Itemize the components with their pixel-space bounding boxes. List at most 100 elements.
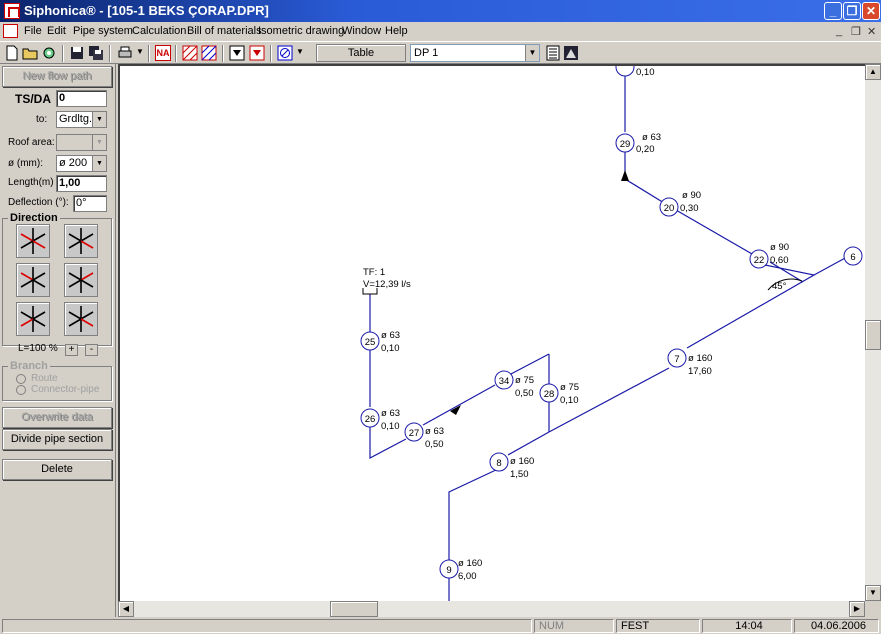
- node-len-25: 0,10: [381, 343, 400, 354]
- node-id-20: 20: [664, 203, 675, 214]
- ts-input[interactable]: 0: [56, 90, 107, 107]
- down-red-box-icon[interactable]: [249, 45, 265, 61]
- save-icon[interactable]: [69, 45, 85, 61]
- node-dia-29: ø 63: [642, 132, 661, 143]
- node-id-7: 7: [674, 354, 679, 365]
- scale-label: L=100 %: [18, 343, 58, 354]
- vertical-scrollbar[interactable]: ▲ ▼: [865, 64, 881, 601]
- velocity-label: V=12,39 l/s: [363, 279, 411, 290]
- horizontal-scrollbar[interactable]: ◀ ▶: [118, 601, 865, 617]
- direction-button-4[interactable]: [64, 263, 98, 297]
- dp-select[interactable]: DP 1 ▼: [410, 44, 540, 62]
- down-box-icon[interactable]: [229, 45, 245, 61]
- menu-window[interactable]: Window: [342, 25, 382, 37]
- node-len-29: 0,20: [636, 144, 655, 155]
- scale-plus-button[interactable]: +: [65, 344, 78, 356]
- tf-label: TF: 1: [363, 267, 385, 278]
- na-icon[interactable]: NA: [155, 45, 171, 61]
- pipe-drawing: 29 20 22 6 25 26 27 34 28 7 8 9 0,10 ø 6…: [360, 66, 863, 601]
- mdi-close-icon[interactable]: ✕: [867, 26, 877, 38]
- app-icon[interactable]: [4, 3, 20, 19]
- ts-label: TS/DA: [15, 92, 51, 106]
- settings-icon[interactable]: [41, 45, 57, 61]
- close-button[interactable]: ✕: [862, 2, 880, 20]
- deflection-input[interactable]: 0°: [73, 195, 107, 212]
- divide-pipe-section-button[interactable]: Divide pipe section: [2, 429, 112, 450]
- direction-button-1[interactable]: [16, 224, 50, 258]
- hatch-red-icon[interactable]: [182, 45, 198, 61]
- mdi-restore-icon[interactable]: ❐: [851, 26, 861, 38]
- view-icon[interactable]: [563, 45, 579, 61]
- node-len-27: 0,50: [425, 439, 444, 450]
- dp-select-arrow-icon[interactable]: ▼: [525, 45, 539, 61]
- menu-pipe-system[interactable]: Pipe system: [73, 25, 133, 37]
- new-file-icon[interactable]: [4, 45, 20, 61]
- node-len-8: 1,50: [510, 469, 529, 480]
- print-icon[interactable]: [117, 45, 133, 61]
- node-dia-25: ø 63: [381, 330, 400, 341]
- scroll-right-icon[interactable]: ▶: [849, 601, 865, 617]
- node-id-9: 9: [446, 565, 451, 576]
- document-icon[interactable]: [3, 24, 18, 38]
- table-button[interactable]: Table: [316, 44, 406, 62]
- print-dropdown-icon[interactable]: ▼: [136, 47, 144, 56]
- node-len-28: 0,10: [560, 395, 579, 406]
- status-message: [2, 619, 532, 633]
- no-entry-dropdown-icon[interactable]: ▼: [296, 47, 304, 56]
- horizontal-scroll-thumb[interactable]: [330, 601, 378, 617]
- left-panel: New flow path TS/DA 0 to: Grdltg. ▼ Roof…: [0, 64, 116, 617]
- node-id-25: 25: [365, 337, 376, 348]
- no-entry-icon[interactable]: [277, 45, 293, 61]
- diameter-select[interactable]: ø 200 ▼: [56, 155, 107, 172]
- save-all-icon[interactable]: [88, 45, 104, 61]
- menu-help[interactable]: Help: [385, 25, 408, 37]
- node-dia-22: ø 90: [770, 242, 789, 253]
- direction-button-3[interactable]: [16, 263, 50, 297]
- node-id-29: 29: [620, 139, 631, 150]
- route-radio[interactable]: [16, 374, 26, 384]
- roof-area-label: Roof area:: [8, 137, 55, 148]
- direction-button-6[interactable]: [64, 302, 98, 336]
- chevron-down-icon: ▼: [92, 135, 106, 150]
- direction-button-2[interactable]: [64, 224, 98, 258]
- angle-label: 45°: [772, 281, 787, 292]
- node-id-27: 27: [409, 428, 420, 439]
- open-folder-icon[interactable]: [22, 45, 38, 61]
- menu-bill-of-materials[interactable]: Bill of materials: [187, 25, 262, 37]
- menu-calculation[interactable]: Calculation: [132, 25, 187, 37]
- maximize-button[interactable]: ❐: [843, 2, 861, 20]
- scale-minus-button[interactable]: -: [85, 344, 98, 356]
- diameter-label: ø (mm):: [8, 158, 43, 169]
- window-title: Siphonica® - [105-1 BEKS ÇORAP.DPR]: [24, 3, 269, 18]
- new-flow-path-button[interactable]: New flow path: [2, 66, 112, 87]
- chevron-down-icon[interactable]: ▼: [92, 156, 106, 171]
- vertical-scroll-thumb[interactable]: [865, 320, 881, 350]
- node-len-20: 0,30: [680, 203, 699, 214]
- menu-file[interactable]: File: [24, 25, 42, 37]
- node-len-7: 17,60: [688, 366, 712, 377]
- mdi-minimize-icon[interactable]: _: [836, 25, 843, 37]
- connector-pipe-radio[interactable]: [16, 385, 26, 395]
- to-select[interactable]: Grdltg. ▼: [56, 111, 107, 128]
- node-id-34: 34: [499, 376, 510, 387]
- menu-isometric-drawing[interactable]: Isometric drawing: [258, 25, 345, 37]
- scroll-left-icon[interactable]: ◀: [118, 601, 134, 617]
- chevron-down-icon[interactable]: ▼: [92, 112, 106, 127]
- node-len-26: 0,10: [381, 421, 400, 432]
- delete-button[interactable]: Delete: [2, 459, 112, 480]
- drawing-canvas[interactable]: 29 20 22 6 25 26 27 34 28 7 8 9 0,10 ø 6…: [118, 64, 865, 601]
- menu-bar: File Edit Pipe system Calculation Bill o…: [0, 22, 881, 41]
- hatch-blue-icon[interactable]: [201, 45, 217, 61]
- list-icon[interactable]: [545, 45, 561, 61]
- overwrite-data-button[interactable]: Overwrite data: [2, 407, 112, 428]
- direction-button-5[interactable]: [16, 302, 50, 336]
- title-bar: Siphonica® - [105-1 BEKS ÇORAP.DPR] _ ❐ …: [0, 0, 881, 22]
- length-input[interactable]: 1,00: [56, 175, 107, 192]
- scroll-down-icon[interactable]: ▼: [865, 585, 881, 601]
- status-bar: NUM FEST 14:04 04.06.2006: [0, 617, 881, 634]
- connector-pipe-label: Connector-pipe: [31, 384, 100, 395]
- direction-label: Direction: [8, 212, 60, 224]
- minimize-button[interactable]: _: [824, 2, 842, 20]
- menu-edit[interactable]: Edit: [47, 25, 66, 37]
- scroll-up-icon[interactable]: ▲: [865, 64, 881, 80]
